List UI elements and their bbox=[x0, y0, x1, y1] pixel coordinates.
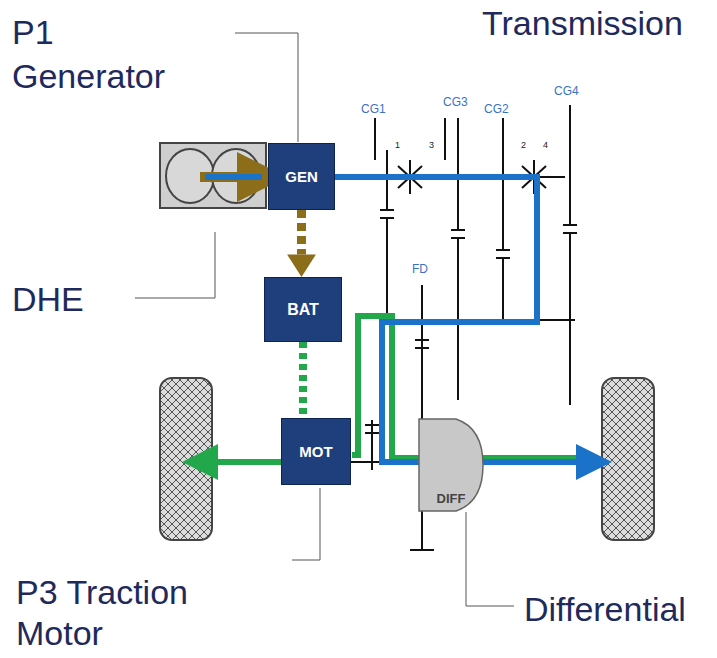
differential-shape: DIFF bbox=[418, 418, 484, 512]
node-label: DIFF bbox=[437, 491, 466, 506]
node-label: BAT bbox=[287, 301, 319, 319]
gear-number: 2 bbox=[521, 140, 526, 151]
energy-flow-arrow bbox=[297, 210, 306, 255]
battery-box: BAT bbox=[264, 277, 342, 342]
gear-label: CG3 bbox=[443, 95, 468, 110]
callout-label: DHE bbox=[12, 278, 84, 321]
callout-label: Transmission bbox=[482, 2, 714, 45]
arrowhead bbox=[287, 255, 316, 278]
node-label: GEN bbox=[285, 168, 318, 185]
gear-label: FD bbox=[412, 262, 428, 277]
gear-label: CG2 bbox=[484, 102, 509, 117]
motor-box: MOT bbox=[281, 418, 351, 485]
gear-label: CG4 bbox=[554, 84, 579, 99]
gear-number: 4 bbox=[543, 140, 548, 151]
callout-label: P3 Traction Motor bbox=[16, 572, 231, 654]
energy-flow-line bbox=[299, 342, 307, 418]
node-label: MOT bbox=[299, 443, 332, 460]
generator-box: GEN bbox=[268, 143, 335, 210]
gear-label: CG1 bbox=[361, 102, 386, 117]
gear-number: 1 bbox=[395, 140, 400, 151]
gear-number: 3 bbox=[429, 140, 434, 151]
callout-label: Differential bbox=[524, 588, 686, 631]
callout-label: P1 Generator bbox=[12, 10, 197, 98]
